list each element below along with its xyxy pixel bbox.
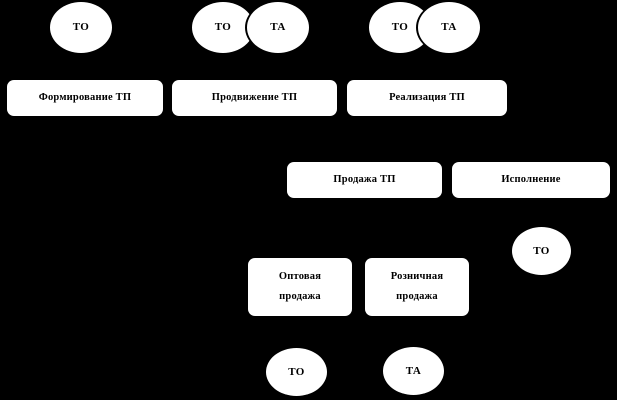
role-ellipse-mid-to[interactable]: ТО xyxy=(512,227,571,275)
process-box-ispolnenie[interactable]: Исполнение xyxy=(452,162,610,198)
process-box-realizaciya-tp[interactable]: Реализация ТП xyxy=(347,80,507,116)
role-ellipse-label: ТА xyxy=(441,21,457,33)
role-ellipse-label: ТО xyxy=(391,21,409,33)
role-ellipse-label: ТО xyxy=(214,21,232,33)
process-box-label: Продажа ТП xyxy=(333,174,396,186)
role-ellipse-top-ta-2[interactable]: ТА xyxy=(247,2,309,53)
process-box-formirovanie-tp[interactable]: Формирование ТП xyxy=(7,80,163,116)
role-ellipse-label: ТО xyxy=(72,21,90,33)
role-ellipse-bot-ta[interactable]: ТА xyxy=(383,347,444,395)
role-ellipse-label: ТО xyxy=(533,244,550,257)
role-ellipse-top-ta-3[interactable]: ТА xyxy=(418,2,480,53)
process-box-label: Исполнение xyxy=(501,174,561,186)
process-box-label: Формирование ТП xyxy=(38,92,132,104)
process-box-label: Реализация ТП xyxy=(389,92,465,104)
role-ellipse-bot-to[interactable]: ТО xyxy=(266,348,327,396)
role-ellipse-top-to-1[interactable]: ТО xyxy=(50,2,112,53)
process-box-label: Продвижение ТП xyxy=(211,92,298,104)
process-box-prodvizhenie-tp[interactable]: Продвижение ТП xyxy=(172,80,337,116)
process-box-prodazha-tp[interactable]: Продажа ТП xyxy=(287,162,442,198)
role-ellipse-label: ТА xyxy=(270,21,286,33)
role-ellipse-label: ТО xyxy=(288,365,305,378)
role-ellipse-top-to-2[interactable]: ТО xyxy=(192,2,254,53)
role-ellipse-label: ТА xyxy=(405,364,422,377)
